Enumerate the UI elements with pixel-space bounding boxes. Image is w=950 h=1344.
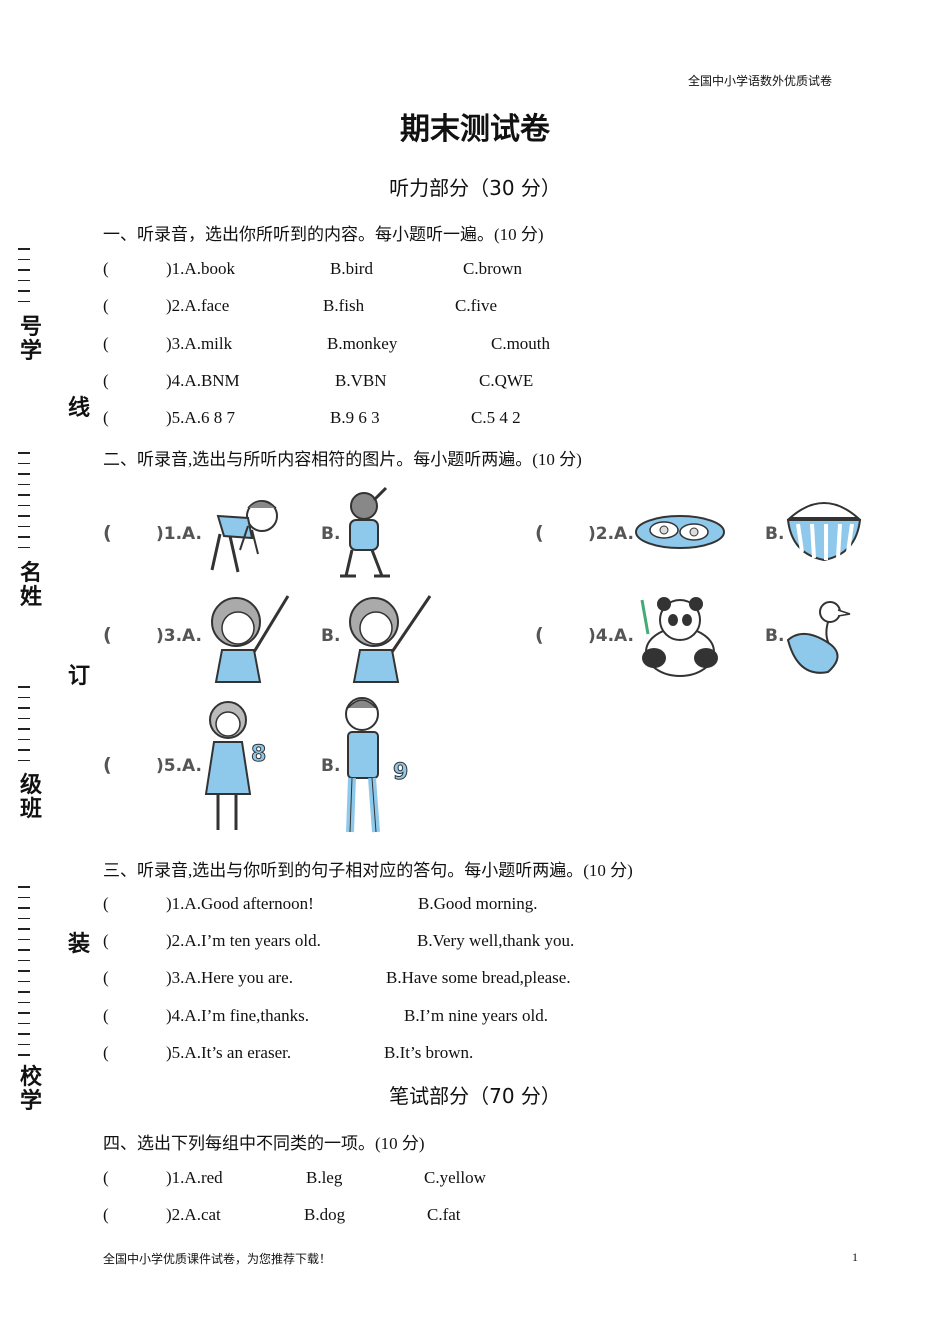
s4-q1-a: )1.A.red: [166, 1168, 223, 1187]
s2-q3-a-label: )3.A.: [156, 626, 202, 646]
s3-q4-b: B.I’m nine years old.: [404, 1006, 548, 1025]
s1-paren-2: (: [103, 296, 109, 315]
s2-q3-paren: (: [103, 624, 112, 646]
footer-note: 全国中小学优质课件试卷，为您推荐下载！: [103, 1252, 332, 1266]
mark-bind: 订: [68, 664, 91, 689]
s3-q5-a: )5.A.It’s an eraser.: [166, 1043, 292, 1062]
s1-q4-b: B.VBN: [335, 371, 387, 390]
s2-q4-paren: (: [535, 624, 544, 646]
s2-q5-b-digit: 9: [392, 760, 409, 786]
written-title: 笔试部分（70 分）: [389, 1084, 561, 1108]
bending-child-icon: [210, 500, 278, 573]
s2-q5-paren: (: [103, 754, 112, 776]
s1-q1-a: )1.A.book: [166, 259, 235, 278]
s4-q1-c: C.yellow: [424, 1168, 486, 1187]
label-name: 名姓: [20, 561, 43, 610]
page-number: 1: [852, 1250, 858, 1264]
listening-title: 听力部分（30 分）: [389, 176, 561, 200]
s1-paren-5: (: [103, 408, 109, 427]
s2-q5-b-label: B.: [321, 756, 341, 776]
s4-q2-c: C.fat: [427, 1205, 461, 1224]
s3-paren-4: (: [103, 1006, 109, 1025]
s1-q4-c: C.QWE: [479, 371, 534, 390]
s3-paren-3: (: [103, 968, 109, 987]
s1-q3-b: B.monkey: [327, 334, 398, 353]
s3-q2-a: )2.A.I’m ten years old.: [166, 931, 321, 950]
s1-paren-1: (: [103, 259, 109, 278]
binding-dashes-3: [18, 686, 30, 770]
s1-q3-c: C.mouth: [491, 334, 551, 353]
s3-q3-b: B.Have some bread,please.: [386, 968, 571, 987]
s1-q1-b: B.bird: [330, 259, 373, 278]
rice-bowl-icon: [786, 502, 862, 562]
s3-paren-2: (: [103, 931, 109, 950]
s1-q2-a: )2.A.face: [166, 296, 230, 315]
s1-paren-3: (: [103, 334, 109, 353]
s2-q4-a-label: )4.A.: [588, 626, 634, 646]
binding-dashes-2: [18, 452, 30, 557]
s3-q1-a: )1.A.Good afternoon!: [166, 894, 314, 913]
page-title: 期末测试卷: [400, 112, 550, 147]
girl-pointing-icon: [211, 595, 290, 683]
header-note: 全国中小学语数外优质试卷: [688, 74, 833, 88]
mark-line: 线: [68, 396, 91, 421]
egg-plate-icon: [635, 515, 725, 549]
s2-q4-b-label: B.: [765, 626, 785, 646]
girl-standing-icon: [204, 701, 252, 830]
s2-q2-b-label: B.: [765, 524, 785, 544]
s2-q2-paren: (: [535, 522, 544, 544]
panda-icon: [640, 597, 718, 677]
binding-dashes-4: [18, 886, 30, 1065]
s3-paren-1: (: [103, 894, 109, 913]
s1-q1-c: C.brown: [463, 259, 523, 278]
s3-q1-b: B.Good morning.: [418, 894, 538, 913]
label-student-number: 号学: [20, 315, 43, 364]
s2-q5-a-label: )5.A.: [156, 756, 202, 776]
section1-heading: 一、听录音，选出你所听到的内容。每小题听一遍。(10 分): [103, 225, 544, 244]
s2-q1-a-label: )1.A.: [156, 524, 202, 544]
s4-paren-1: (: [103, 1168, 109, 1187]
s1-q5-a: )5.A.6 8 7: [166, 408, 235, 427]
s2-q3-b-label: B.: [321, 626, 341, 646]
s1-paren-4: (: [103, 371, 109, 390]
s2-q1-b-label: B.: [321, 524, 341, 544]
s4-paren-2: (: [103, 1205, 109, 1224]
s1-q4-a: )4.A.BNM: [166, 371, 240, 390]
girl-pointing-icon-b: [349, 595, 432, 683]
s1-q2-b: B.fish: [323, 296, 365, 315]
s1-q5-c: C.5 4 2: [471, 408, 521, 427]
s3-q3-a: )3.A.Here you are.: [166, 968, 293, 987]
s3-paren-5: (: [103, 1043, 109, 1062]
s4-q1-b: B.leg: [306, 1168, 343, 1187]
s2-q5-a-digit: 8: [250, 742, 267, 768]
mark-fasten: 装: [68, 932, 91, 957]
s1-q5-b: B.9 6 3: [330, 408, 380, 427]
section4-heading: 四、选出下列每组中不同类的一项。(10 分): [103, 1134, 425, 1153]
s1-q3-a: )3.A.milk: [166, 334, 233, 353]
stretching-child-icon: [340, 486, 390, 578]
s4-q2-a: )2.A.cat: [166, 1205, 221, 1224]
section3-heading: 三、听录音,选出与你听到的句子相对应的答句。每小题听两遍。(10 分): [103, 861, 633, 880]
section2-heading: 二、听录音,选出与所听内容相符的图片。每小题听两遍。(10 分): [103, 450, 582, 469]
s4-q2-b: B.dog: [304, 1205, 346, 1224]
s2-q2-a-label: )2.A.: [588, 524, 634, 544]
s3-q2-b: B.Very well,thank you.: [417, 931, 575, 950]
duck-icon: [786, 601, 851, 674]
label-class: 级班: [20, 773, 43, 822]
s1-q2-c: C.five: [455, 296, 498, 315]
boy-standing-icon: [345, 697, 380, 833]
s3-q4-a: )4.A.I’m fine,thanks.: [166, 1006, 310, 1025]
label-school: 校学: [20, 1065, 43, 1114]
binding-dashes-1: [18, 248, 30, 311]
s2-q1-paren: (: [103, 522, 112, 544]
s3-q5-b: B.It’s brown.: [384, 1043, 474, 1062]
